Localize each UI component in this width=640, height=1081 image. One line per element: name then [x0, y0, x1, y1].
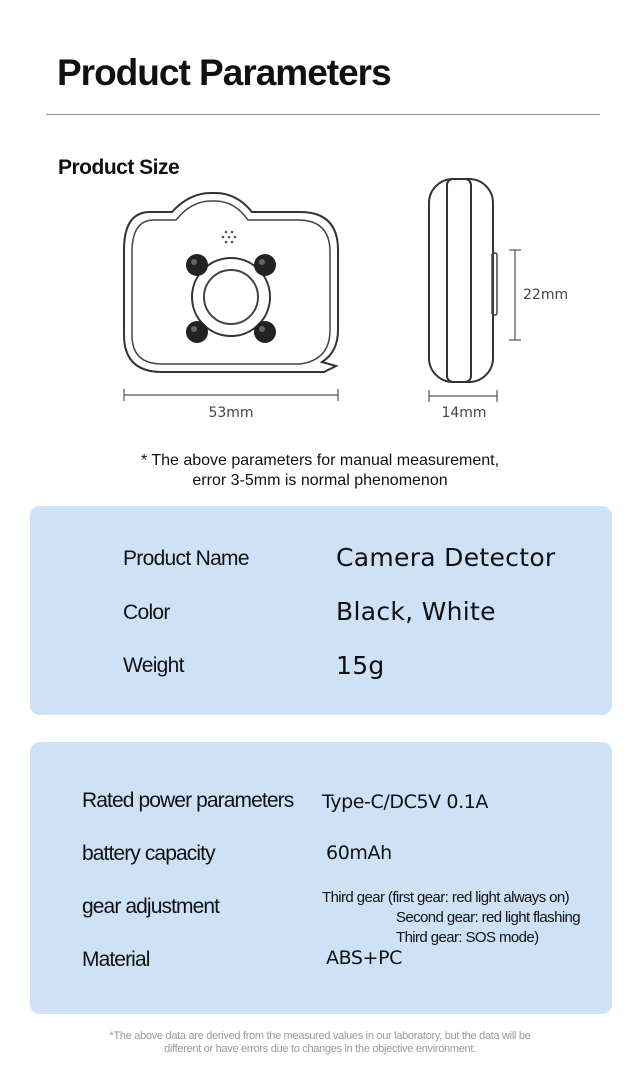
title-divider	[46, 114, 600, 115]
spec-value-battery: 60mAh	[326, 842, 392, 864]
spec-value-gear-line2: Second gear: red light flashing	[396, 909, 581, 926]
device-front-outline	[123, 191, 339, 373]
spec-label-battery: battery capacity	[82, 842, 216, 865]
lens-outer-ring	[191, 257, 271, 337]
page-title: Product Parameters	[57, 52, 392, 93]
spec-value-gear-line1: Third gear (first gear: red light always…	[322, 889, 570, 906]
disclaimer-footnote: *The above data are derived from the mea…	[0, 1030, 640, 1056]
spec-value-gear-line3: Third gear: SOS mode)	[396, 929, 539, 946]
measurement-note-line2: error 3-5mm is normal phenomenon	[192, 472, 448, 489]
device-side-illustration: 22mm 14mm	[428, 178, 568, 421]
height-label: 22mm	[523, 287, 568, 303]
width-label: 53mm	[208, 405, 253, 420]
spec-label-color: Color	[123, 601, 170, 624]
device-side-band	[446, 178, 472, 383]
spec-value-material: ABS+PC	[326, 947, 403, 969]
product-size-heading: Product Size	[58, 156, 180, 179]
spec-label-material: Material	[82, 948, 150, 971]
spec-value-color: Black, White	[336, 597, 496, 626]
spec-label-power: Rated power parameters	[82, 789, 294, 812]
thickness-dimension-line	[428, 390, 498, 402]
speaker-holes-icon	[221, 230, 237, 244]
basic-spec-card: Product Name Camera Detector Color Black…	[30, 506, 612, 715]
device-front-inner-outline	[131, 200, 331, 365]
spec-label-weight: Weight	[123, 654, 184, 677]
disclaimer-line2: different or have errors due to changes …	[164, 1043, 476, 1055]
spec-value-power: Type-C/DC5V 0.1A	[322, 791, 489, 813]
width-dimension-line	[123, 389, 339, 401]
led-lights-icon	[186, 254, 276, 343]
spec-label-gear: gear adjustment	[82, 895, 220, 918]
spec-value-product-name: Camera Detector	[336, 543, 556, 572]
measurement-note-line1: * The above parameters for manual measur…	[140, 452, 500, 469]
device-side-outline	[428, 178, 494, 383]
height-dimension-line	[509, 249, 521, 341]
detail-spec-card: Rated power parameters Type-C/DC5V 0.1A …	[30, 742, 612, 1014]
thickness-label: 14mm	[441, 405, 486, 421]
spec-label-product-name: Product Name	[123, 547, 250, 570]
device-front-illustration: 53mm	[123, 191, 339, 420]
side-button	[491, 252, 498, 316]
disclaimer-line1: *The above data are derived from the mea…	[109, 1030, 531, 1042]
spec-value-weight: 15g	[336, 651, 385, 680]
measurement-note: * The above parameters for manual measur…	[0, 451, 640, 491]
lens-inner-ring	[203, 269, 259, 325]
